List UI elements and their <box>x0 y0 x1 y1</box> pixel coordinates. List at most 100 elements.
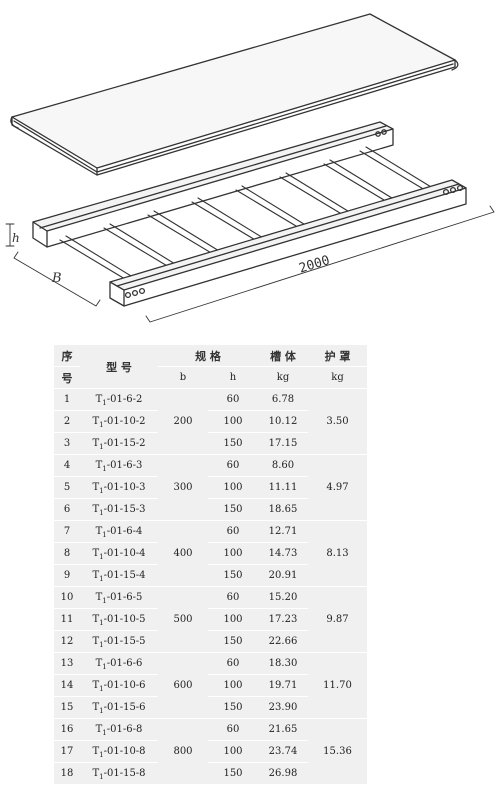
model-subscript: 1 <box>99 707 104 715</box>
model-prefix: T <box>95 526 103 537</box>
row-model: T1-01-10-4 <box>80 542 158 565</box>
row-number: 8 <box>54 542 80 565</box>
header-trough: 槽 体 <box>258 345 308 367</box>
model-code: -01-10-4 <box>103 548 146 559</box>
row-number: 2 <box>54 410 80 433</box>
model-code: -01-6-4 <box>106 526 143 537</box>
row-number: 18 <box>54 762 80 785</box>
row-spec-h: 100 <box>208 740 258 763</box>
row-number: 5 <box>54 476 80 499</box>
row-trough-weight: 23.90 <box>258 696 308 719</box>
row-cover-weight: 3.50 <box>308 388 367 455</box>
row-spec-h: 150 <box>208 564 258 587</box>
dimension-b-label: B <box>51 271 62 286</box>
row-number: 10 <box>54 586 80 609</box>
model-code: -01-6-2 <box>106 394 143 405</box>
model-code: -01-15-8 <box>103 768 146 779</box>
row-spec-h: 60 <box>208 388 258 411</box>
row-number: 14 <box>54 674 80 697</box>
row-trough-weight: 6.78 <box>258 388 308 411</box>
back-rail <box>32 121 394 248</box>
row-model: T1-01-15-6 <box>80 696 158 719</box>
model-subscript: 1 <box>99 509 104 517</box>
header-model: 型 号 <box>80 345 158 389</box>
row-cover-weight: 11.70 <box>308 652 367 719</box>
header-seq-bottom: 号 <box>54 366 80 389</box>
model-subscript: 1 <box>99 641 104 649</box>
row-spec-h: 100 <box>208 410 258 433</box>
row-cover-weight: 9.87 <box>308 586 367 653</box>
model-code: -01-10-2 <box>103 416 146 427</box>
model-subscript: 1 <box>102 729 107 737</box>
table-header-row: 序 型 号 规 格 槽 体 护 罩 <box>54 345 367 389</box>
model-prefix: T <box>92 416 100 427</box>
row-number: 9 <box>54 564 80 587</box>
model-prefix: T <box>92 746 100 757</box>
row-spec-h: 100 <box>208 608 258 631</box>
model-code: -01-15-4 <box>103 570 146 581</box>
row-number: 7 <box>54 520 80 543</box>
model-prefix: T <box>92 438 100 449</box>
row-trough-weight: 18.65 <box>258 498 308 521</box>
model-subscript: 1 <box>99 575 104 583</box>
model-subscript: 1 <box>99 421 104 429</box>
row-model: T1-01-10-5 <box>80 608 158 631</box>
row-spec-h: 150 <box>208 762 258 785</box>
row-number: 17 <box>54 740 80 763</box>
header-spec-b: b <box>158 366 208 389</box>
model-code: -01-15-6 <box>103 702 146 713</box>
model-subscript: 1 <box>99 685 104 693</box>
row-cover-weight: 4.97 <box>308 454 367 521</box>
row-model: T1-01-10-2 <box>80 410 158 433</box>
row-cover-weight: 15.36 <box>308 718 367 785</box>
model-code: -01-10-5 <box>103 614 146 625</box>
model-prefix: T <box>95 724 103 735</box>
model-prefix: T <box>92 680 100 691</box>
row-spec-b: 300 <box>158 454 208 521</box>
row-trough-weight: 22.66 <box>258 630 308 653</box>
model-subscript: 1 <box>102 663 107 671</box>
row-trough-weight: 17.15 <box>258 432 308 455</box>
dimension-h-label: h <box>12 231 20 245</box>
row-model: T1-01-6-8 <box>80 718 158 741</box>
row-spec-b: 400 <box>158 520 208 587</box>
row-spec-b: 800 <box>158 718 208 785</box>
model-code: -01-6-3 <box>106 460 143 471</box>
row-spec-h: 150 <box>208 498 258 521</box>
row-model: T1-01-10-6 <box>80 674 158 697</box>
model-code: -01-6-5 <box>106 592 143 603</box>
row-model: T1-01-10-8 <box>80 740 158 763</box>
row-model: T1-01-6-4 <box>80 520 158 543</box>
row-model: T1-01-6-5 <box>80 586 158 609</box>
row-trough-weight: 23.74 <box>258 740 308 763</box>
row-spec-h: 60 <box>208 586 258 609</box>
row-spec-h: 60 <box>208 652 258 675</box>
model-code: -01-15-3 <box>103 504 146 515</box>
row-trough-weight: 12.71 <box>258 520 308 543</box>
model-subscript: 1 <box>102 597 107 605</box>
cover-plate <box>10 13 459 176</box>
row-spec-h: 150 <box>208 630 258 653</box>
model-prefix: T <box>92 570 100 581</box>
model-subscript: 1 <box>102 531 107 539</box>
model-prefix: T <box>92 614 100 625</box>
model-prefix: T <box>92 768 100 779</box>
model-code: -01-15-5 <box>103 636 146 647</box>
model-prefix: T <box>92 504 100 515</box>
row-number: 4 <box>54 454 80 477</box>
row-trough-weight: 11.11 <box>258 476 308 499</box>
model-prefix: T <box>95 592 103 603</box>
row-spec-b: 200 <box>158 388 208 455</box>
